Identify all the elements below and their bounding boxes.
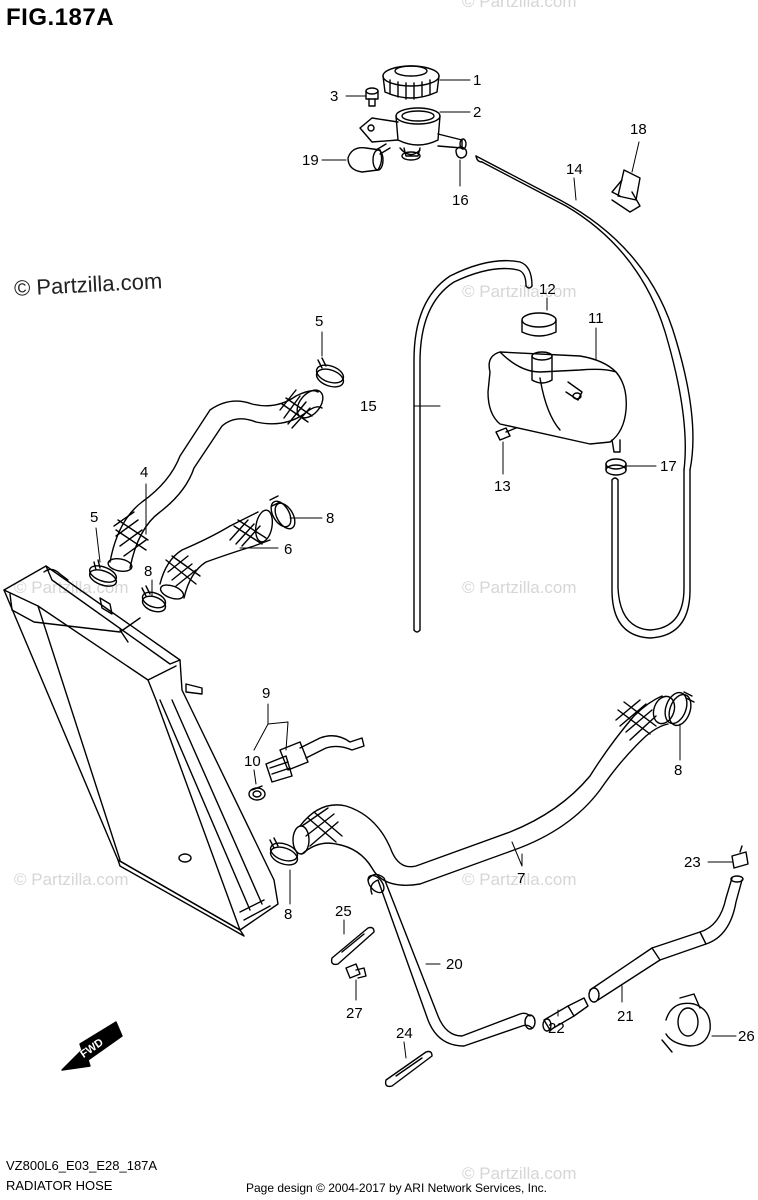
callout-1: 1 xyxy=(473,72,481,89)
part-15-hose[interactable] xyxy=(413,259,533,633)
part-21-hose[interactable] xyxy=(588,875,744,1003)
callout-21: 21 xyxy=(617,1008,634,1025)
part-23-clip[interactable] xyxy=(731,845,749,869)
callout-9: 9 xyxy=(262,685,270,702)
part-22-joint[interactable] xyxy=(542,997,589,1032)
callout-3: 3 xyxy=(330,88,338,105)
callout-17: 17 xyxy=(660,458,677,475)
faint-watermark: © Partzilla.com xyxy=(462,1164,577,1183)
faint-watermark: © Partzilla.com xyxy=(14,870,129,889)
faint-watermark: © Partzilla.com xyxy=(462,578,577,597)
faint-watermark: © Partzilla.com xyxy=(462,0,577,11)
callout-6: 6 xyxy=(284,541,292,558)
part-9-temp-sensor[interactable] xyxy=(265,735,365,783)
callout-7: 7 xyxy=(517,870,525,887)
part-18-hose-clip[interactable] xyxy=(611,169,641,213)
figure-title: FIG.187A xyxy=(6,4,115,31)
part-26-clamp[interactable] xyxy=(661,993,711,1053)
callout-4: 4 xyxy=(140,464,148,481)
callout-24: 24 xyxy=(396,1025,413,1042)
callout-numbers: 1 2 3 5 4 5 6 7 8 8 8 8 9 10 11 12 13 14… xyxy=(78,72,754,1061)
part-10-o-ring[interactable] xyxy=(248,787,266,801)
callout-10: 10 xyxy=(244,753,261,770)
callout-22: 22 xyxy=(548,1020,565,1037)
part-3-bolt[interactable] xyxy=(365,87,379,107)
callout-2: 2 xyxy=(473,104,481,121)
part-7-lower-hose[interactable] xyxy=(292,693,678,886)
part-8-clamp-d[interactable] xyxy=(268,837,300,868)
reservoir-drain-hose[interactable] xyxy=(611,469,691,639)
callout-8-d: 8 xyxy=(284,906,292,923)
callout-8-b: 8 xyxy=(144,563,152,580)
callout-8-a: 8 xyxy=(326,510,334,527)
callout-26: 26 xyxy=(738,1028,755,1045)
callout-15: 15 xyxy=(360,398,377,415)
part-13-bolt[interactable] xyxy=(495,427,517,441)
callout-12: 12 xyxy=(539,281,556,298)
callout-5-lower: 5 xyxy=(90,509,98,526)
diagram-code: VZ800L6_E03_E28_187A xyxy=(6,1158,158,1173)
callout-20: 20 xyxy=(446,956,463,973)
part-12-reservoir-cap[interactable] xyxy=(521,312,557,337)
callout-8-c: 8 xyxy=(674,762,682,779)
part-25-strap[interactable] xyxy=(330,926,375,966)
callout-19: 19 xyxy=(302,152,319,169)
part-27-screw[interactable] xyxy=(345,963,367,979)
callout-14: 14 xyxy=(566,161,583,178)
part-6-hose[interactable] xyxy=(159,509,275,602)
callout-18: 18 xyxy=(630,121,647,138)
callout-11: 11 xyxy=(588,310,604,327)
callout-5-upper: 5 xyxy=(315,313,323,330)
leader-lines xyxy=(95,79,737,1059)
callout-25: 25 xyxy=(335,903,352,920)
part-5-clamp-upper[interactable] xyxy=(314,357,346,390)
callout-13: 13 xyxy=(494,478,511,495)
radiator[interactable] xyxy=(3,565,279,937)
faint-watermark: © Partzilla.com xyxy=(462,870,577,889)
page-design-credit: Page design © 2004-2017 by ARI Network S… xyxy=(246,1181,548,1195)
fwd-arrow xyxy=(61,1021,123,1071)
section-name: RADIATOR HOSE xyxy=(6,1178,113,1193)
part-5-clamp-lower[interactable] xyxy=(87,559,118,589)
part-14-overflow-hose[interactable] xyxy=(475,155,694,471)
callout-23: 23 xyxy=(684,854,701,871)
part-11-reservoir-tank[interactable] xyxy=(487,351,627,453)
callout-27: 27 xyxy=(346,1005,363,1022)
part-17-clamp[interactable] xyxy=(605,458,627,476)
part-16-clip[interactable] xyxy=(455,146,468,159)
part-2-filler-neck[interactable] xyxy=(359,107,467,161)
faint-watermark: © Partzilla.com xyxy=(14,578,129,597)
part-24-strap[interactable] xyxy=(384,1050,433,1088)
part-20-hose[interactable] xyxy=(365,872,536,1047)
part-8-clamp-b[interactable] xyxy=(140,585,167,615)
part-8-clamp-c[interactable] xyxy=(661,690,695,729)
part-8-clamp-a[interactable] xyxy=(267,495,299,532)
part-4-upper-hose[interactable] xyxy=(107,385,328,573)
part-1-radiator-cap[interactable] xyxy=(382,65,440,100)
callout-16: 16 xyxy=(452,192,469,209)
part-19-clamp[interactable] xyxy=(347,143,391,173)
faint-watermark: © Partzilla.com xyxy=(462,282,577,301)
